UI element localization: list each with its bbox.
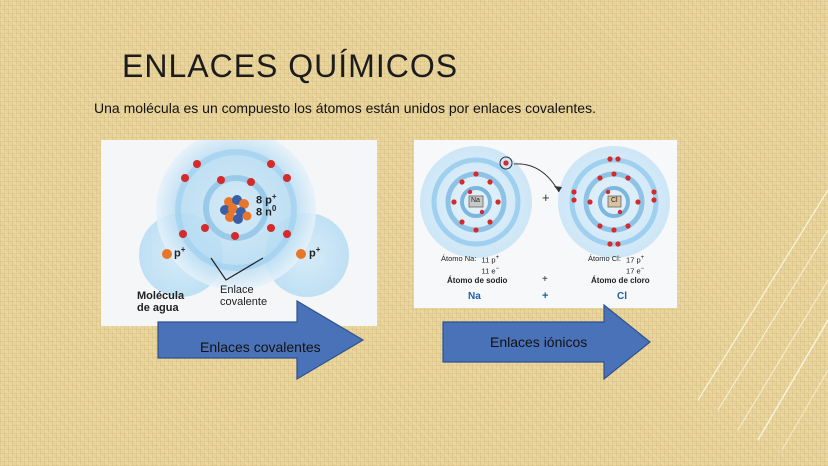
sodium-symbol: Na [468, 291, 481, 302]
hydrogen-right-proton [296, 249, 306, 259]
sodium-protons: 11 p [481, 255, 496, 265]
chlorine-counts: Átomo Cl: 17 p+ 17 e− [588, 254, 645, 275]
chlorine-protons: 17 p [626, 255, 641, 265]
center-plus: + [542, 190, 550, 205]
sodium-electrons-count: 11 e [481, 266, 496, 275]
transfer-electron [503, 160, 509, 166]
oxygen-protons-label: 8 p+ [256, 192, 277, 207]
hydrogen-left-proton [162, 249, 172, 259]
sodium-atom [420, 146, 532, 258]
sodium-nucleus-label: Na [471, 197, 480, 204]
ionic-bonds-arrow[interactable]: Enlaces iónicos [442, 303, 652, 381]
oxygen-neutrons-label: 8 n0 [256, 204, 277, 219]
chlorine-electrons [571, 156, 657, 247]
molecule-caption-line1: Molécula [137, 290, 185, 302]
covalent-bonds-label: Enlaces covalentes [200, 339, 321, 355]
water-molecule-figure: 8 p+ 8 n0 p+ p+ Molécula de agua Enlace … [101, 140, 377, 326]
molecule-caption: Molécula de agua [137, 290, 184, 314]
chlorine-electrons-count: 17 e [626, 266, 641, 275]
symbol-plus: + [542, 290, 549, 302]
oxygen-nucleus [220, 195, 252, 224]
caption-plus: + [542, 274, 548, 285]
hydrogen-left-proton-label: p+ [174, 245, 186, 260]
bond-caption-line2: covalente [220, 296, 268, 308]
slide-subtitle: Una molécula es un compuesto los átomos … [94, 100, 596, 116]
sodium-caption: Átomo de sodio [447, 276, 508, 285]
chlorine-atom [558, 146, 670, 258]
slide-title: ENLACES QUÍMICOS [122, 48, 459, 84]
molecule-caption-line2: de agua [137, 302, 179, 314]
ionic-bond-figure: Na Cl + Átomo Na: 11 p+ 11 e− Átomo Cl: … [414, 140, 677, 308]
bond-caption-line1: Enlace [220, 284, 254, 296]
covalent-bonds-arrow[interactable]: Enlaces covalentes [157, 299, 373, 386]
sodium-counts: Átomo Na: 11 p+ 11 e− [441, 254, 500, 275]
sodium-electrons [451, 171, 501, 233]
bond-caption: Enlace covalente [220, 284, 267, 308]
chlorine-symbol: Cl [617, 291, 627, 302]
bond-pointer-lines [210, 257, 264, 281]
chlorine-nucleus-label: Cl [611, 197, 618, 204]
transfer-arrow-head [554, 186, 562, 192]
ionic-bonds-label: Enlaces iónicos [490, 334, 588, 350]
oxygen-outer-shell [175, 149, 297, 271]
hydrogen-right-proton-label: p+ [309, 245, 321, 260]
chlorine-caption: Átomo de cloro [591, 276, 650, 285]
water-electrons [179, 160, 291, 240]
chlorine-atom-label: Átomo Cl: [588, 254, 621, 263]
sodium-atom-label: Átomo Na: [441, 254, 477, 263]
decorative-corner-lines [698, 189, 828, 451]
transfer-electron-ring [499, 156, 513, 170]
